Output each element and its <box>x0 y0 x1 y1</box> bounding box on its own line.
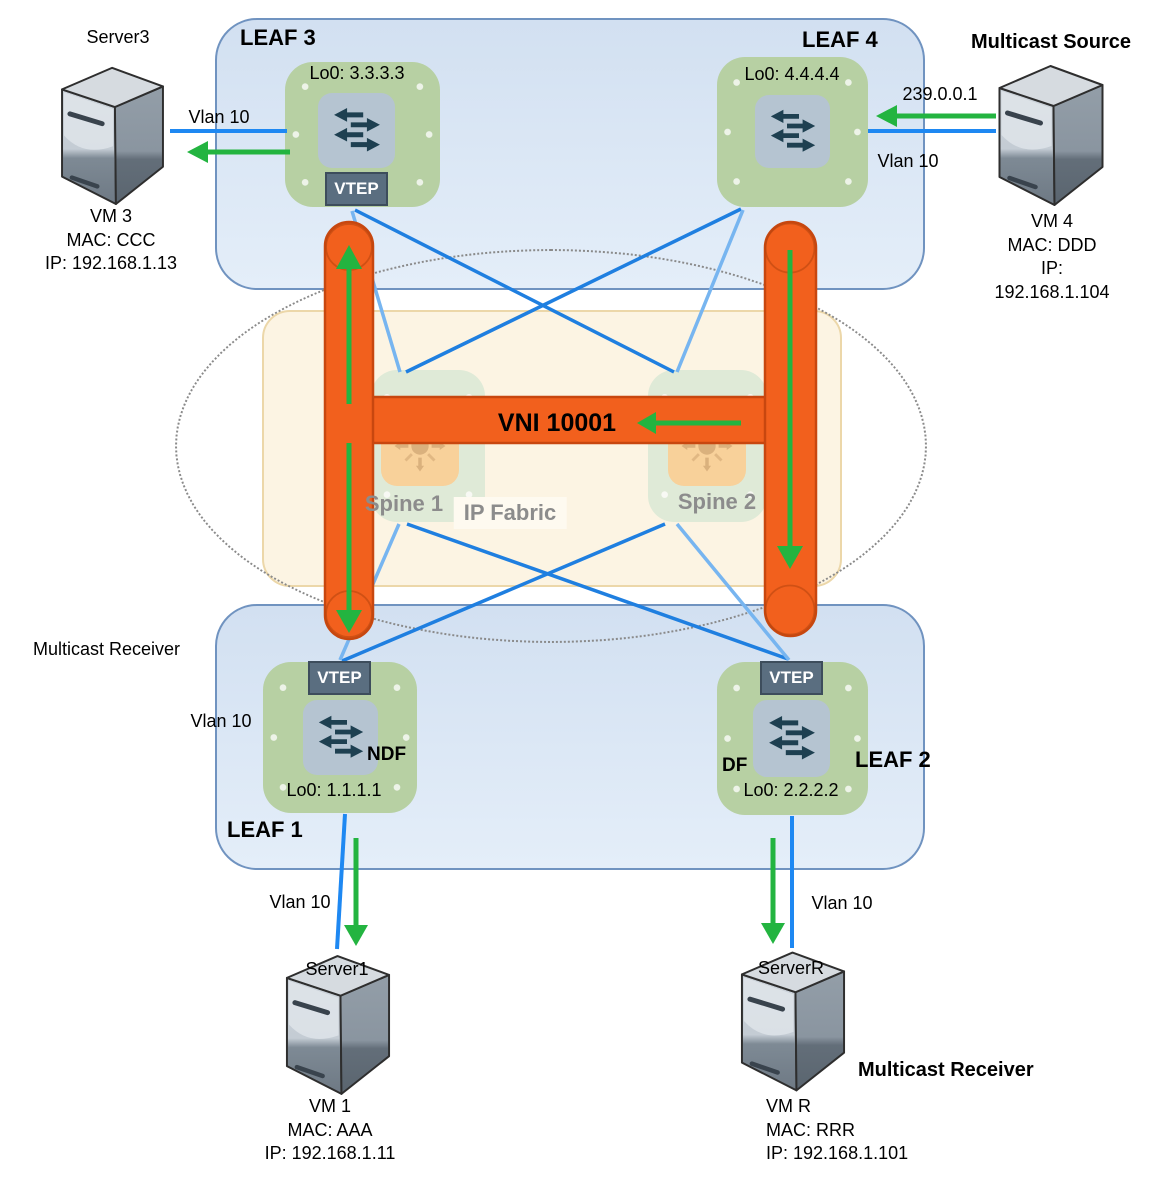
spine1-label: Spine 1 <box>364 491 444 516</box>
switch-icon <box>303 700 378 775</box>
serverR-label: ServerR <box>757 958 825 978</box>
spine2-label: Spine 2 <box>677 489 757 514</box>
switch-icon <box>318 93 395 168</box>
multicast-receiver-left-label: Multicast Receiver <box>33 639 181 659</box>
vni-label: VNI 10001 <box>497 409 617 437</box>
server3-label: Server3 <box>86 27 150 47</box>
leaf3-title: LEAF 3 <box>240 25 316 50</box>
leaf2-loopback: Lo0: 2.2.2.2 <box>743 780 839 800</box>
flow-source-leaf4-head <box>876 105 897 127</box>
vlan-label-serverR: Vlan 10 <box>811 893 873 913</box>
link-leaf4-spine2 <box>675 209 745 373</box>
ip-fabric-label: IP Fabric <box>453 497 567 529</box>
multicast-receiver-right-label: Multicast Receiver <box>858 1059 1034 1081</box>
link-leaf2-spine2 <box>675 522 791 662</box>
leaf1-node <box>263 662 417 813</box>
server1-label: Server1 <box>305 959 369 979</box>
switch-icon <box>753 700 830 777</box>
leaf4-title: LEAF 4 <box>802 27 878 52</box>
leaf4-loopback: Lo0: 4.4.4.4 <box>744 64 840 84</box>
leaf2-node <box>717 662 868 815</box>
leaf1-vtep-badge: VTEP <box>308 661 371 695</box>
vlan-label-server3: Vlan 10 <box>188 107 250 127</box>
vlan-label-leaf1: Vlan 10 <box>190 711 252 731</box>
link-leaf1-spine2 <box>341 522 666 663</box>
fabric-ellipse <box>175 249 927 643</box>
vni-bar <box>338 395 807 445</box>
switch-icon <box>755 95 830 168</box>
leaf3-loopback: Lo0: 3.3.3.3 <box>309 63 405 83</box>
leaf2-role-df: DF <box>722 755 748 776</box>
leaf1-title: LEAF 1 <box>227 817 303 842</box>
link-leaf2-spine1 <box>406 522 789 661</box>
link-leaf4-spine1 <box>405 207 742 374</box>
leaf1-role-ndf: NDF <box>367 744 407 765</box>
leaf1-loopback: Lo0: 1.1.1.1 <box>286 780 382 800</box>
flow-leaf3-server3-head <box>187 141 208 163</box>
flow-down-left-tunnel-head <box>336 610 362 633</box>
leaf4-node <box>717 57 868 207</box>
vlan-label-leaf4: Vlan 10 <box>877 151 939 171</box>
leaf3-node <box>285 62 440 207</box>
multicast-group-label: 239.0.0.1 <box>902 84 978 104</box>
leaf2-vtep-badge: VTEP <box>760 661 823 695</box>
link-leaf1-server1 <box>335 813 347 950</box>
vxlan-tunnel-left <box>323 220 375 641</box>
leaf2-title: LEAF 2 <box>855 747 931 772</box>
tunnel-cap <box>764 584 816 636</box>
vlan-label-server1: Vlan 10 <box>269 892 331 912</box>
leaf3-vtep-badge: VTEP <box>325 172 388 206</box>
flow-leaf1-server1-head <box>344 925 368 946</box>
multicast-source-title: Multicast Source <box>970 31 1132 53</box>
flow-down-right-tunnel-head <box>777 546 803 569</box>
flow-leaf2-serverR-head <box>761 923 785 944</box>
link-leaf3-spine2 <box>354 208 675 374</box>
vni-flow-arrow-head <box>637 412 656 434</box>
flow-up-left-tunnel-head <box>336 245 362 269</box>
